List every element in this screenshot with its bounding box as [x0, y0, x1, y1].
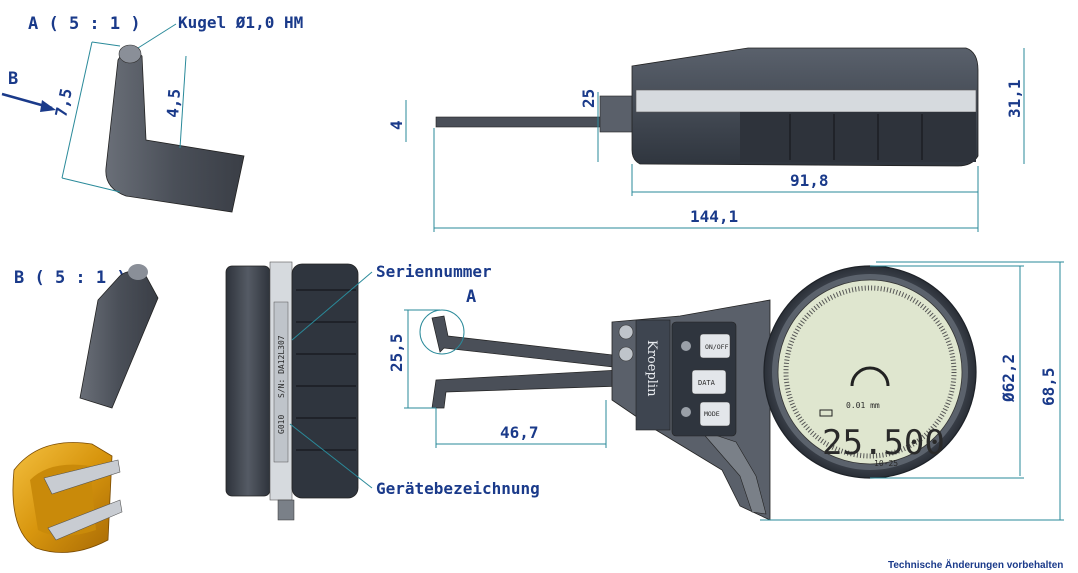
- dim-4-5: 4,5: [163, 88, 184, 118]
- tip-body: [105, 49, 245, 213]
- detail-a-circle: [419, 309, 465, 355]
- silver-band: [635, 89, 977, 113]
- dim-7-5: 7,5: [51, 87, 76, 119]
- view-a-label: A ( 5 : 1 ): [28, 14, 141, 34]
- lcd-screen: [777, 279, 963, 465]
- lcd-scale: [783, 285, 957, 459]
- dim-144-1: 144,1: [690, 207, 738, 226]
- lower-jaw: [431, 369, 623, 409]
- dim-4: 4: [387, 120, 406, 130]
- side-view: G010 S/N: DA12L307 Seriennummer Gerätebe…: [225, 261, 540, 521]
- lcd-resolution: 0.01 mm: [846, 401, 880, 410]
- mode-button[interactable]: [699, 401, 731, 427]
- data-button[interactable]: [691, 369, 727, 395]
- detail-a-view: A ( 5 : 1 ) Kugel Ø1,0 HM 7,5 4,5 B: [1, 13, 303, 213]
- dim-46-7: 46,7: [500, 423, 539, 442]
- dim-68-5: 68,5: [1039, 367, 1058, 406]
- serial-side: S/N: DA12L307: [277, 335, 286, 398]
- model-side: G010: [277, 415, 286, 434]
- arrow-b-label: B: [8, 69, 18, 89]
- lever: [699, 429, 767, 515]
- ball-leader: [137, 23, 177, 49]
- front-view: A Kroeplin ON/OFF DATA MODE 0.01 mm 25.5…: [387, 261, 1064, 521]
- dim-91-8: 91,8: [790, 171, 829, 190]
- upper-jaw: [431, 315, 623, 369]
- dim-25-5: 25,5: [387, 333, 406, 372]
- lcd-range: 10-25: [874, 459, 898, 468]
- ball-tip: [118, 44, 142, 64]
- lcd-arc: [850, 366, 890, 387]
- lcd-reading: 25.500: [822, 423, 945, 463]
- device-label: Gerätebezeichnung: [376, 479, 540, 498]
- dim-line-4-5: [179, 55, 187, 149]
- dim-31-1: 31,1: [1005, 79, 1024, 118]
- detail-a-label: A: [466, 287, 476, 307]
- brand-label: Kroeplin: [644, 340, 659, 397]
- svg-text:DATA: DATA: [698, 379, 716, 387]
- dim-line-7-5: [61, 41, 93, 179]
- top-view: 25 4 31,1 91,8 144,1: [387, 47, 1025, 232]
- serial-label: Seriennummer: [376, 262, 492, 281]
- dim-dial-dia: Ø62,2: [999, 354, 1018, 403]
- ball-label: Kugel Ø1,0 HM: [178, 13, 303, 32]
- view-b-label: B ( 5 : 1 ): [14, 268, 127, 288]
- dim-25: 25: [579, 89, 598, 108]
- tip-b-body: [79, 271, 159, 409]
- disclaimer: Technische Änderungen vorbehalten: [888, 558, 1063, 571]
- svg-text:MODE: MODE: [704, 410, 720, 418]
- detail-b-view: B ( 5 : 1 ): [14, 264, 159, 409]
- ring-illustration: [12, 442, 123, 553]
- svg-text:ON/OFF: ON/OFF: [705, 343, 729, 351]
- on-off-button[interactable]: [699, 333, 731, 359]
- battery-icon: [819, 409, 833, 417]
